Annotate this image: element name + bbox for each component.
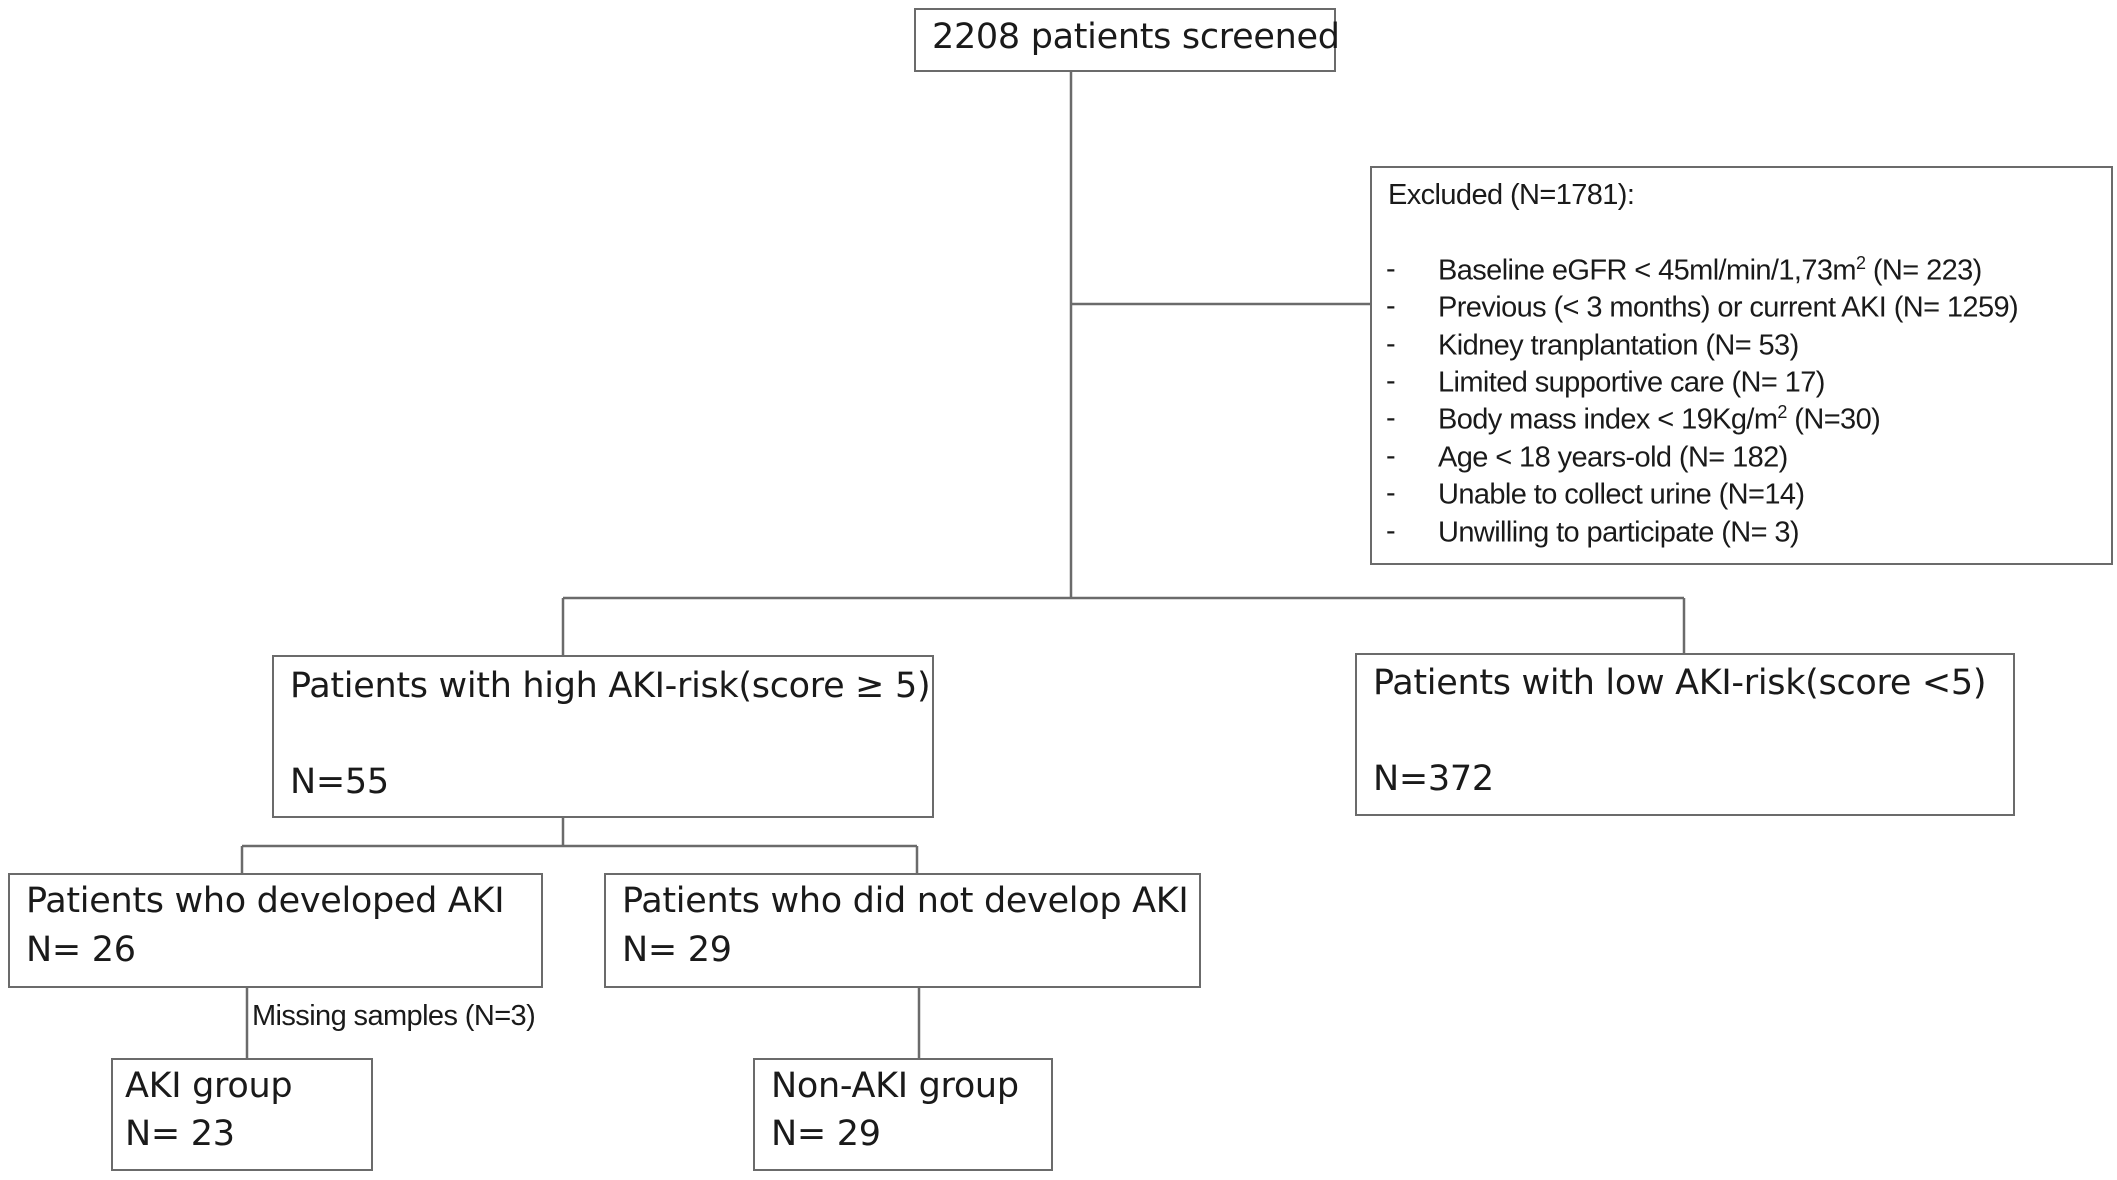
low-risk-count: N=372 bbox=[1373, 759, 1494, 799]
excluded-bullet: - bbox=[1386, 253, 1396, 285]
excluded-bullet: - bbox=[1386, 477, 1396, 509]
high-risk-label: Patients with high AKI-risk(score ≥ 5) bbox=[290, 666, 931, 706]
screened-box: 2208 patients screened bbox=[914, 8, 1340, 72]
non-aki-group-label: Non-AKI group bbox=[771, 1066, 1019, 1106]
aki-group-count: N= 23 bbox=[125, 1114, 235, 1154]
low-risk-box: Patients with low AKI-risk(score <5) N=3… bbox=[1355, 653, 2015, 816]
low-risk-label: Patients with low AKI-risk(score <5) bbox=[1373, 663, 1987, 703]
not-developed-aki-count: N= 29 bbox=[622, 930, 732, 970]
excluded-item: Baseline eGFR < 45ml/min/1,73m2 (N= 223) bbox=[1438, 253, 1982, 287]
excluded-item: Body mass index < 19Kg/m2 (N=30) bbox=[1438, 402, 1881, 436]
excluded-title: Excluded (N=1781): bbox=[1388, 179, 1635, 211]
aki-group-box: AKI group N= 23 bbox=[111, 1058, 373, 1171]
excluded-item: Previous (< 3 months) or current AKI (N=… bbox=[1438, 291, 2019, 324]
excluded-item: Age < 18 years-old (N= 182) bbox=[1438, 441, 1788, 474]
high-risk-box: Patients with high AKI-risk(score ≥ 5) N… bbox=[272, 655, 934, 818]
aki-group-label: AKI group bbox=[125, 1066, 293, 1106]
excluded-bullet: - bbox=[1386, 365, 1396, 397]
excluded-item: Unable to collect urine (N=14) bbox=[1438, 478, 1805, 511]
non-aki-group-box: Non-AKI group N= 29 bbox=[753, 1058, 1053, 1171]
missing-samples-label: Missing samples (N=3) bbox=[252, 1000, 536, 1032]
not-developed-aki-label: Patients who did not develop AKI bbox=[622, 881, 1189, 921]
excluded-item: Unwilling to participate (N= 3) bbox=[1438, 516, 1800, 549]
excluded-item: Kidney tranplantation (N= 53) bbox=[1438, 329, 1799, 362]
non-aki-group-count: N= 29 bbox=[771, 1114, 881, 1154]
developed-aki-count: N= 26 bbox=[26, 930, 136, 970]
excluded-bullet: - bbox=[1386, 328, 1396, 360]
excluded-bullet: - bbox=[1386, 440, 1396, 472]
not-developed-aki-box: Patients who did not develop AKI N= 29 bbox=[604, 873, 1201, 988]
excluded-bullet: - bbox=[1386, 515, 1396, 547]
developed-aki-label: Patients who developed AKI bbox=[26, 881, 505, 921]
excluded-bullet: - bbox=[1386, 290, 1396, 322]
excluded-box: Excluded (N=1781): - Baseline eGFR < 45m… bbox=[1370, 166, 2113, 565]
screened-label: 2208 patients screened bbox=[932, 17, 1340, 57]
excluded-item: Limited supportive care (N= 17) bbox=[1438, 366, 1825, 399]
high-risk-count: N=55 bbox=[290, 762, 389, 802]
developed-aki-box: Patients who developed AKI N= 26 bbox=[8, 873, 543, 988]
excluded-bullet: - bbox=[1386, 402, 1396, 434]
